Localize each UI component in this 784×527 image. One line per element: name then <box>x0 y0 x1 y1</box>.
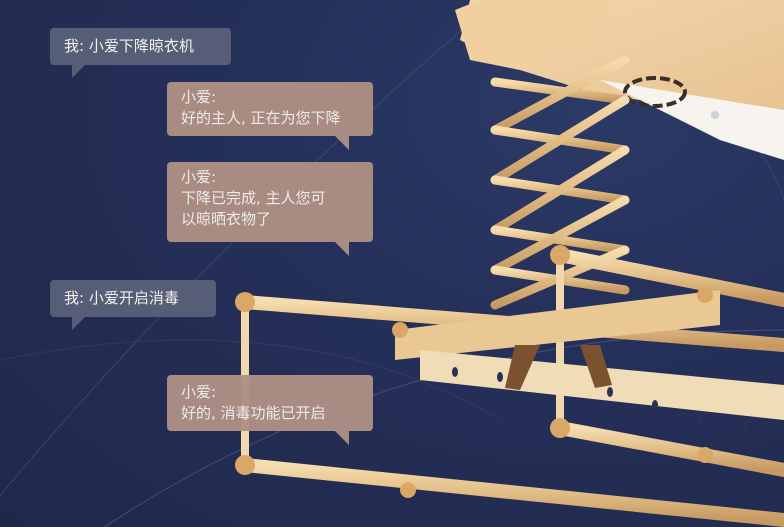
chat-bubble-user-disinfect: 我: 小爱开启消毒 <box>50 280 216 330</box>
message-text: 我: 小爱下降晾衣机 <box>64 37 194 55</box>
message-text-line-1: 下降已完成, 主人您可 <box>181 189 326 207</box>
bubble-tail <box>335 242 349 256</box>
chat-bubble-user-lower-rack: 我: 小爱下降晾衣机 <box>50 28 231 78</box>
chat-bubble-ai-disinfect-on: 小爱: 好的, 消毒功能已开启 <box>167 375 373 445</box>
bubble-tail <box>72 64 86 78</box>
message-text: 好的主人, 正在为您下降 <box>181 109 341 127</box>
speaker-label: 小爱: <box>181 383 217 401</box>
message-text-line-2: 以晾晒衣物了 <box>181 210 272 228</box>
chat-bubble-ai-lowered-done: 小爱: 下降已完成, 主人您可 以晾晒衣物了 <box>167 162 373 256</box>
message-text: 我: 小爱开启消毒 <box>64 289 179 307</box>
speaker-label: 小爱: <box>181 88 217 106</box>
bubble-tail <box>72 316 86 330</box>
chat-bubble-ai-lowering: 小爱: 好的主人, 正在为您下降 <box>167 82 373 150</box>
message-text: 好的, 消毒功能已开启 <box>181 404 326 422</box>
speaker-label: 小爱: <box>181 168 217 186</box>
bubble-tail <box>335 431 349 445</box>
bubble-tail <box>335 136 349 150</box>
